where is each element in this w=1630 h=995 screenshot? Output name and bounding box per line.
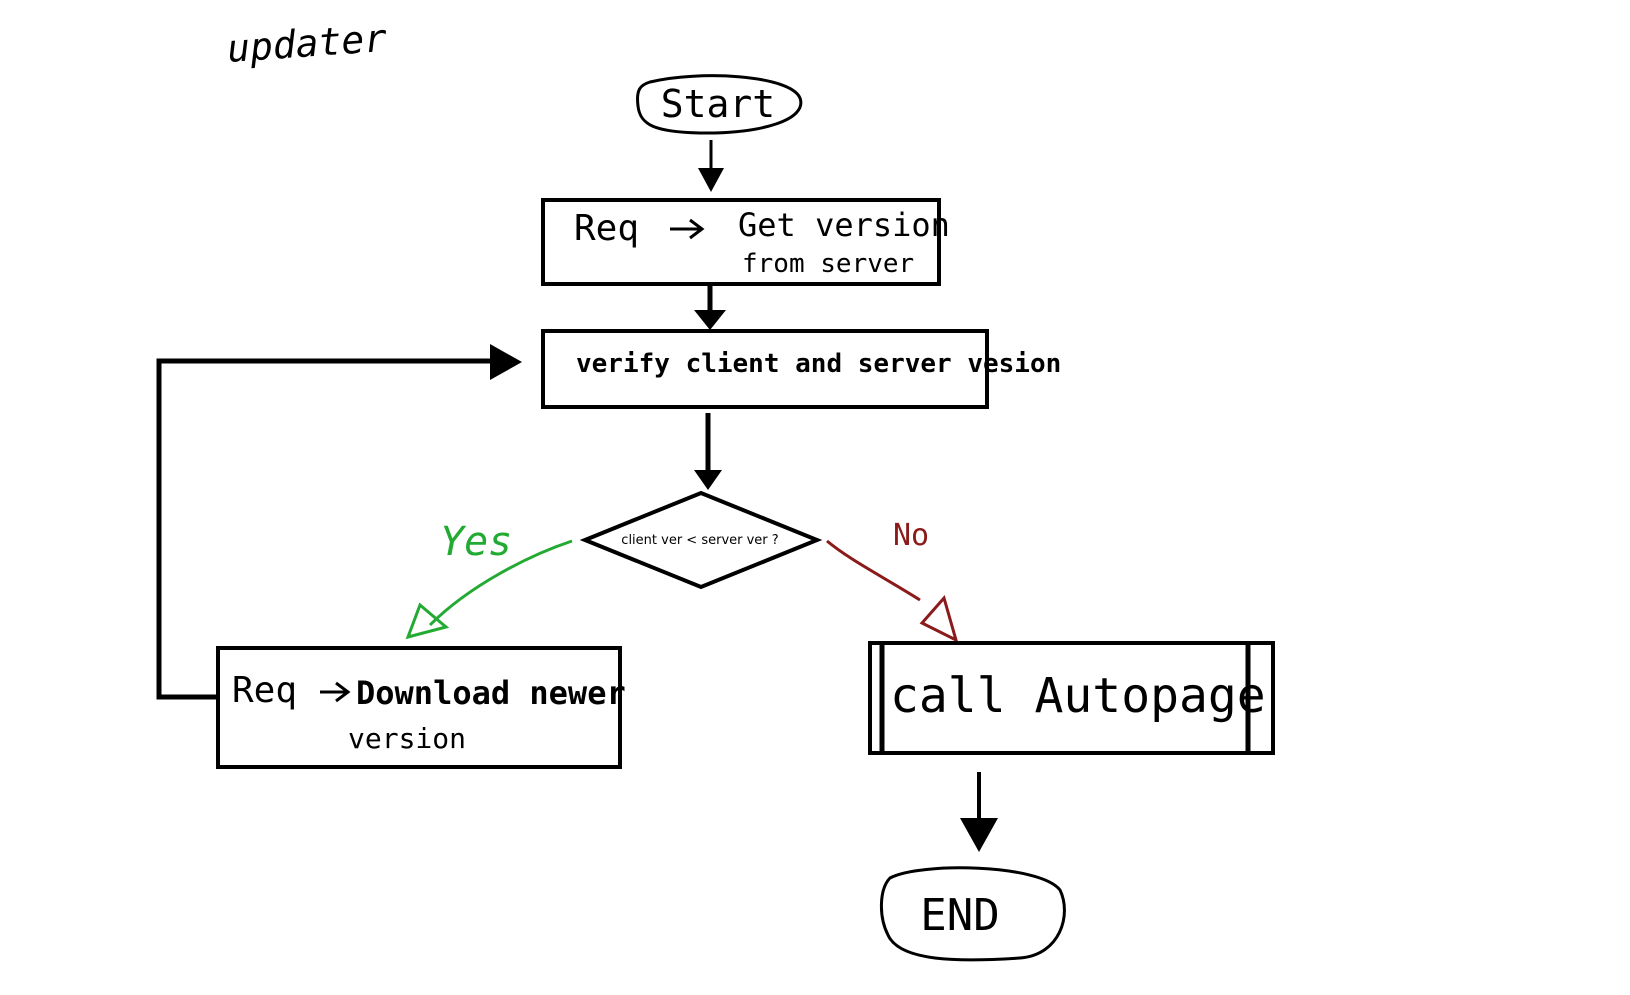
- get-version-req-label: Req: [574, 208, 639, 249]
- download-box: Req Download newer version: [216, 646, 626, 769]
- decision-diamond: client ver < server ver ?: [579, 490, 823, 590]
- no-branch: No: [826, 518, 959, 643]
- start-label: Start: [661, 82, 775, 126]
- get-version-line1: Get version: [738, 206, 950, 244]
- arrowhead-verify: [694, 310, 726, 330]
- verify-label: verify client and server vesion: [576, 349, 1061, 379]
- diagram-title: updater: [226, 16, 389, 71]
- no-arrowhead: [919, 594, 959, 643]
- yes-branch: Yes: [405, 519, 573, 640]
- download-req-label: Req: [232, 670, 297, 711]
- arrowhead-decision: [694, 470, 722, 490]
- get-version-box: Req Get version from server: [541, 198, 950, 286]
- end-terminal: END: [880, 866, 1066, 962]
- arrowhead-end: [960, 818, 998, 852]
- decision-label: client ver < server ver ?: [621, 533, 778, 548]
- get-version-arrow-icon: [670, 218, 705, 240]
- loop-back-arrow: [156, 344, 522, 700]
- download-line1: Download newer: [356, 674, 626, 712]
- arrowhead-start: [698, 168, 724, 192]
- start-terminal: Start: [636, 74, 803, 135]
- call-autopage-label: call Autopage: [890, 668, 1266, 724]
- call-autopage-box: call Autopage: [868, 641, 1275, 755]
- no-label: No: [893, 518, 929, 553]
- verify-box: verify client and server vesion: [541, 329, 1061, 409]
- yes-arrowhead: [405, 602, 450, 640]
- download-line2: version: [348, 722, 466, 755]
- download-arrow-icon: [320, 681, 351, 703]
- loop-back-arrowhead: [490, 344, 522, 380]
- yes-label: Yes: [440, 519, 512, 565]
- get-version-line2: from server: [742, 249, 914, 279]
- end-label: END: [920, 890, 999, 941]
